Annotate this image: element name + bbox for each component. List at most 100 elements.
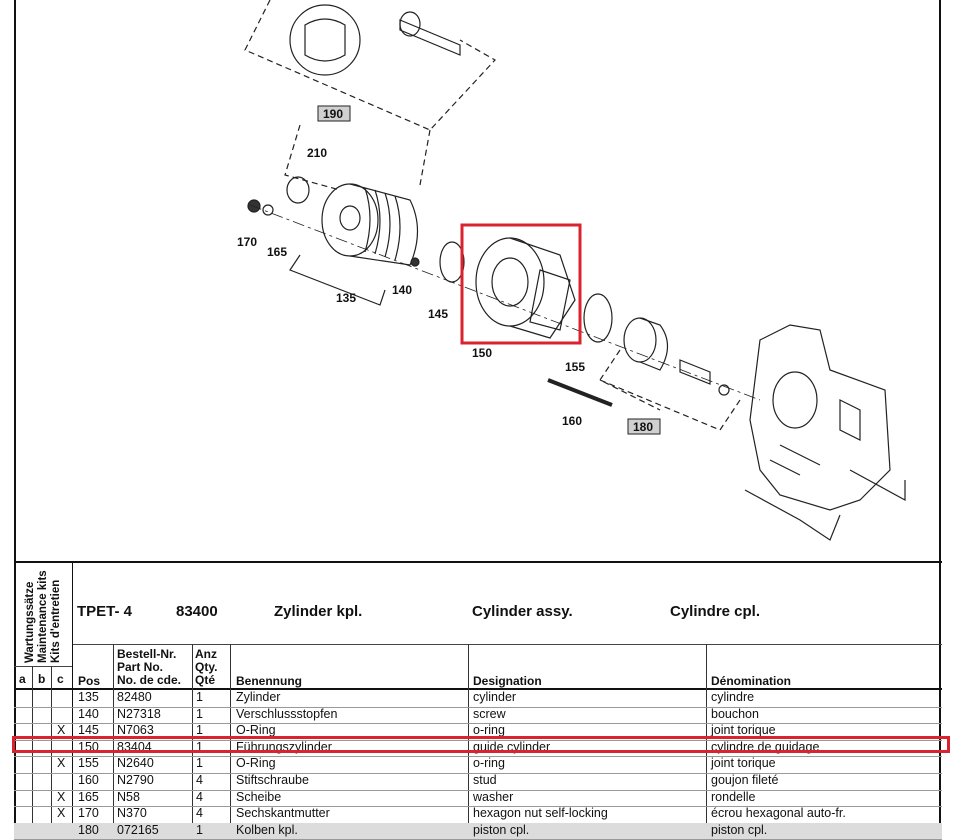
col-b: b bbox=[38, 672, 46, 686]
table-row: 180 072165 1 Kolben kpl. piston cpl. piston c… bbox=[14, 822, 942, 840]
page-frame bbox=[14, 0, 941, 840]
col-denomination: Dénomination bbox=[711, 674, 791, 688]
callout-160: 160 bbox=[562, 414, 582, 428]
cell-en: o-ring bbox=[473, 756, 505, 771]
kits-label-de: Wartungssätze bbox=[24, 581, 36, 663]
col-designation: Designation bbox=[473, 674, 542, 688]
kits-label-fr: Kits d'entretien bbox=[50, 579, 62, 663]
part-150-highlight bbox=[460, 223, 582, 345]
cell-pos: 140 bbox=[78, 706, 99, 721]
cell-qty: 1 bbox=[196, 706, 203, 721]
cell-fr: rondelle bbox=[711, 789, 756, 804]
cell-de: Stiftschraube bbox=[236, 773, 309, 787]
table-row: 135 82480 1 Zylinder cylinder cylindre bbox=[14, 690, 942, 708]
cell-de: Kolben kpl. bbox=[236, 822, 298, 837]
cell-c: X bbox=[57, 806, 66, 821]
cell-qty: 4 bbox=[196, 773, 203, 787]
cell-fr: goujon fileté bbox=[711, 773, 779, 787]
cell-part: N370 bbox=[117, 806, 147, 821]
exploded-parts-diagram: 190 210 170 165 135 140 145 150 155 160 … bbox=[237, 0, 906, 541]
table-row: 140 N27318 1 Verschlussstopfen screw bouchon bbox=[14, 707, 942, 725]
cell-part: 82480 bbox=[117, 690, 152, 704]
cell-part: 072165 bbox=[117, 822, 159, 837]
cell-part: N27318 bbox=[117, 706, 161, 721]
title-fr: Cylindre cpl. bbox=[670, 603, 761, 620]
cell-en: screw bbox=[473, 706, 506, 721]
cell-qty: 4 bbox=[196, 806, 203, 821]
col-part-fr: No. de cde. bbox=[117, 673, 182, 687]
col-a: a bbox=[19, 672, 26, 686]
cell-fr: piston cpl. bbox=[711, 822, 768, 837]
callout-190: 190 bbox=[323, 107, 343, 121]
table-row: 160 N2790 4 Stiftschraube stud goujon fileté bbox=[14, 773, 942, 791]
title-de: Zylinder kpl. bbox=[274, 603, 363, 620]
cell-qty: 1 bbox=[196, 690, 203, 704]
cell-part: N7063 bbox=[117, 723, 154, 738]
group-190-outline bbox=[244, 0, 496, 131]
callout-170: 170 bbox=[237, 235, 257, 249]
callout-box-190 bbox=[317, 105, 351, 122]
maintenance-kits-header: Wartungssätze Maintenance kits Kits d'en… bbox=[16, 570, 72, 663]
cell-en: piston cpl. bbox=[473, 822, 530, 837]
cell-qty: 1 bbox=[196, 739, 203, 754]
model-title: TPET- 4 bbox=[77, 603, 133, 620]
seal-detail-circle bbox=[289, 4, 361, 76]
callout-210: 210 bbox=[307, 146, 327, 160]
col-qty-de: Anz bbox=[195, 647, 217, 661]
cell-qty: 1 bbox=[196, 822, 203, 837]
cell-de: O-Ring bbox=[236, 756, 276, 771]
cell-fr: joint torique bbox=[711, 756, 776, 771]
cell-qty: 1 bbox=[196, 756, 203, 771]
title-en: Cylinder assy. bbox=[472, 603, 573, 620]
assembly-number: 83400 bbox=[176, 603, 218, 620]
cell-fr: joint torique bbox=[711, 723, 776, 738]
col-qty-en: Qty. bbox=[195, 660, 218, 674]
cell-c: X bbox=[57, 756, 66, 771]
row-150-highlight bbox=[12, 736, 950, 753]
cell-pos: 135 bbox=[78, 690, 99, 704]
callout-140: 140 bbox=[392, 283, 412, 297]
cell-fr: cylindre bbox=[711, 690, 755, 704]
col-part-de: Bestell-Nr. bbox=[117, 647, 177, 661]
cell-part: N2790 bbox=[117, 773, 154, 787]
cell-fr: écrou hexagonal auto-fr. bbox=[711, 806, 846, 821]
cell-qty: 1 bbox=[196, 723, 203, 738]
callout-180: 180 bbox=[633, 420, 653, 434]
cell-en: washer bbox=[473, 789, 514, 804]
col-c: c bbox=[57, 672, 64, 686]
cell-en: hexagon nut self-locking bbox=[473, 806, 608, 821]
callout-box-180 bbox=[627, 418, 661, 435]
table-row: X 170 N370 4 Sechskantmutter hexagon nut self… bbox=[14, 806, 942, 824]
cell-pos: 170 bbox=[78, 806, 99, 821]
cell-en: o-ring bbox=[473, 723, 505, 738]
cell-de: Zylinder bbox=[236, 690, 281, 704]
cell-part: N58 bbox=[117, 789, 140, 804]
cell-en: cylinder bbox=[473, 690, 517, 704]
parts-table: Wartungssätze Maintenance kits Kits d'en… bbox=[14, 561, 942, 840]
kits-label-en: Maintenance kits bbox=[37, 570, 49, 663]
cell-de: Sechskantmutter bbox=[236, 806, 330, 821]
cell-pos: 155 bbox=[78, 756, 99, 771]
callout-135: 135 bbox=[336, 291, 356, 305]
callout-150: 150 bbox=[472, 346, 492, 360]
cell-pos: 160 bbox=[78, 773, 99, 787]
cell-de: Scheibe bbox=[236, 789, 282, 804]
cell-de: O-Ring bbox=[236, 723, 276, 738]
cell-de: Verschlussstopfen bbox=[236, 706, 338, 721]
col-pos: Pos bbox=[78, 674, 101, 688]
table-row: X 145 N7063 1 O-Ring o-ring joint torique bbox=[14, 723, 942, 741]
cell-pos: 180 bbox=[78, 822, 99, 837]
cell-c: X bbox=[57, 789, 66, 804]
cell-pos: 145 bbox=[78, 723, 99, 738]
cell-en: stud bbox=[473, 773, 497, 787]
cell-fr: bouchon bbox=[711, 706, 759, 721]
cell-part: N2640 bbox=[117, 756, 154, 771]
callout-145: 145 bbox=[428, 307, 448, 321]
cell-c: X bbox=[57, 723, 66, 738]
cell-pos: 165 bbox=[78, 789, 99, 804]
callout-155: 155 bbox=[565, 360, 585, 374]
table-row: X 155 N2640 1 O-Ring o-ring joint torique bbox=[14, 756, 942, 774]
col-benennung: Benennung bbox=[236, 674, 302, 688]
col-part-en: Part No. bbox=[117, 660, 164, 674]
